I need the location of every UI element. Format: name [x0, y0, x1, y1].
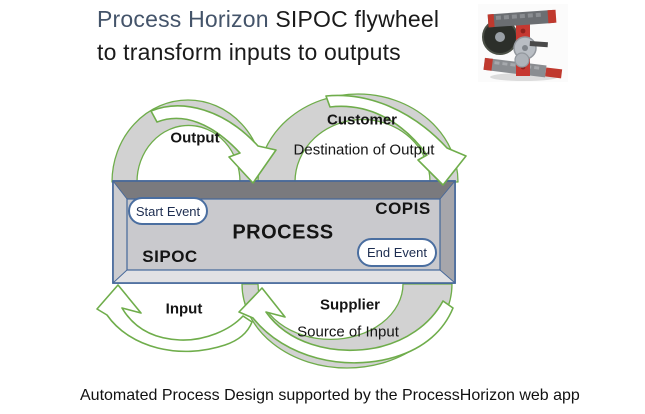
sipoc-label: SIPOC: [142, 247, 198, 266]
supplier-arrow: [238, 287, 454, 364]
output-label: Output: [170, 129, 220, 147]
page-title: Process Horizon SIPOC flywheel to transf…: [97, 3, 439, 69]
supplier-label: Supplier: [319, 296, 381, 314]
start-event-pill: Start Event: [128, 197, 208, 225]
process-label: PROCESS: [232, 221, 334, 244]
customer-label: Customer: [326, 111, 398, 129]
input-label: Input: [165, 300, 203, 318]
title-rest: SIPOC flywheel: [268, 6, 440, 32]
end-event-pill: End Event: [357, 238, 437, 267]
customer-arrow: [325, 94, 467, 186]
source-of-input-label: Source of Input: [297, 323, 399, 341]
flywheel-photo: [478, 4, 568, 82]
flywheel-photo-art: [482, 9, 563, 81]
destination-of-output-label: Destination of Output: [293, 141, 435, 159]
copis-label: COPIS: [375, 199, 431, 218]
end-event-label: End Event: [367, 245, 427, 260]
output-arrow: [150, 105, 277, 184]
title-line-2: to transform inputs to outputs: [97, 39, 401, 65]
input-arrow: [96, 284, 253, 353]
start-event-label: Start Event: [135, 203, 201, 219]
footer-caption: Automated Process Design supported by th…: [80, 387, 580, 404]
title-accent: Process Horizon: [97, 6, 269, 32]
title-line-1: Process Horizon SIPOC flywheel: [97, 3, 439, 36]
